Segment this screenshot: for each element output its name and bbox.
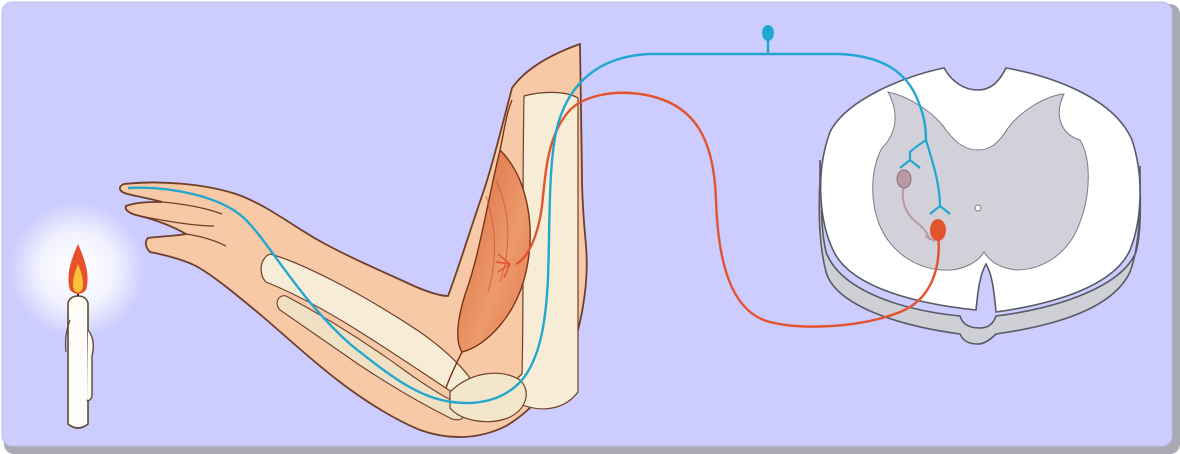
- candle-drip: [87, 330, 93, 401]
- sensory-neuron-cell-body: [762, 25, 774, 41]
- candle-body: [68, 296, 88, 428]
- interneuron-cell-body: [897, 170, 911, 188]
- motor-neuron-cell-body: [930, 219, 946, 241]
- central-canal: [975, 205, 981, 211]
